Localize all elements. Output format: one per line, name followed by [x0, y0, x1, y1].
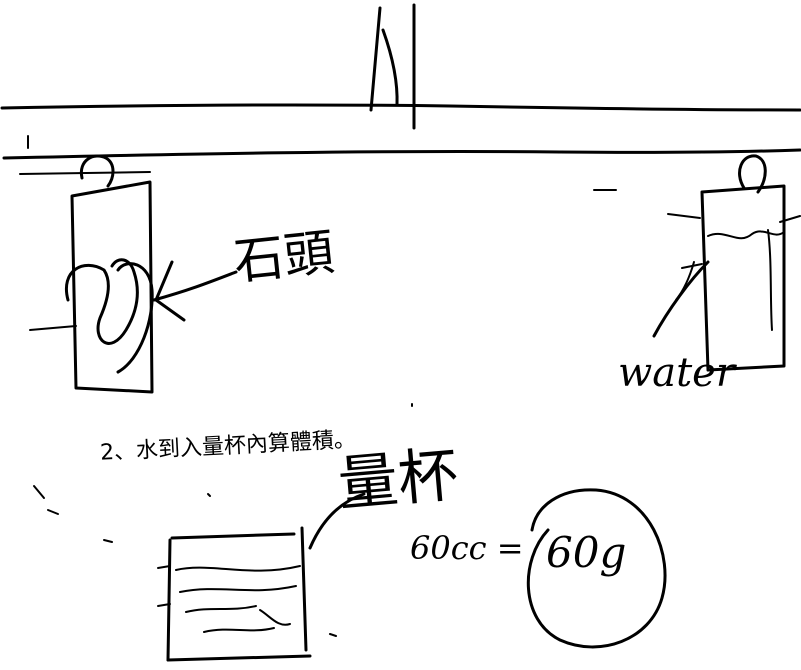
volume-value: 60cc =: [410, 529, 524, 567]
water-arrow: [652, 260, 710, 338]
cup-water-lines: [175, 565, 301, 633]
water-container: [593, 154, 786, 372]
stone-label: 石頭: [231, 222, 337, 292]
water-surface: [667, 213, 801, 331]
water-label: water: [618, 350, 735, 396]
measuring-cup: [157, 526, 312, 662]
stray-marks: [33, 403, 413, 637]
stone-shape: [29, 258, 154, 374]
hanging-string: [369, 3, 416, 130]
cup-arrow: [308, 492, 366, 550]
support-bars: [0, 103, 801, 160]
measuring-cup-label: 量杯: [335, 439, 461, 521]
stone-arrow: [152, 260, 238, 322]
mass-circle: [526, 488, 667, 649]
mass-value: 60g: [546, 528, 627, 577]
stone-container: [19, 154, 154, 394]
